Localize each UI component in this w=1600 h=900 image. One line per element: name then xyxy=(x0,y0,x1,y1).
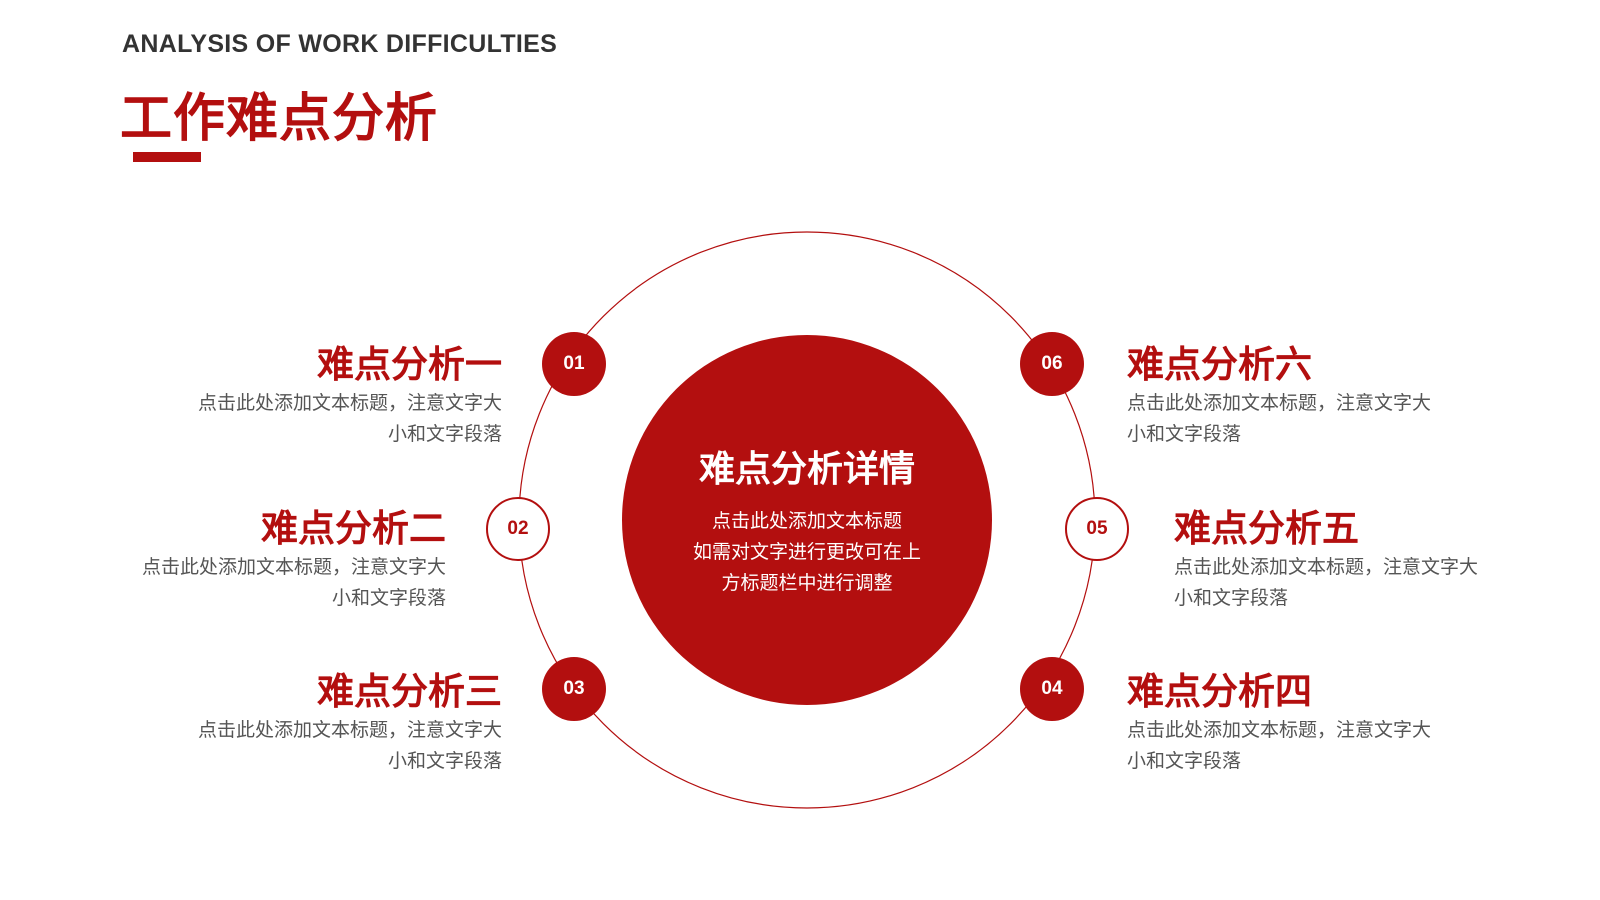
center-description: 点击此处添加文本标题 如需对文字进行更改可在上 方标题栏中进行调整 xyxy=(622,506,992,599)
node-05: 05 xyxy=(1065,497,1129,561)
center-description-line: 如需对文字进行更改可在上 xyxy=(692,541,921,563)
item-03: 难点分析三 点击此处添加文本标题，注意文字大 小和文字段落 xyxy=(172,669,502,777)
item-description-line: 点击此处添加文本标题，注意文字大 xyxy=(197,719,502,741)
item-title: 难点分析六 xyxy=(1127,343,1312,386)
node-01: 01 xyxy=(542,332,606,396)
item-description-line: 点击此处添加文本标题，注意文字大 xyxy=(1127,719,1432,741)
item-title: 难点分析五 xyxy=(1174,507,1359,550)
item-01: 难点分析一 点击此处添加文本标题，注意文字大 小和文字段落 xyxy=(172,342,502,450)
center-description-line: 方标题栏中进行调整 xyxy=(721,572,893,594)
item-04: 难点分析四 点击此处添加文本标题，注意文字大 小和文字段落 xyxy=(1127,669,1457,777)
item-description-line: 小和文字段落 xyxy=(1174,587,1289,609)
node-03: 03 xyxy=(542,657,606,721)
item-title: 难点分析二 xyxy=(261,507,446,550)
center-disc xyxy=(622,335,992,705)
item-description: 点击此处添加文本标题，注意文字大 小和文字段落 xyxy=(1174,552,1504,614)
item-02: 难点分析二 点击此处添加文本标题，注意文字大 小和文字段落 xyxy=(116,506,446,614)
item-description-line: 点击此处添加文本标题，注意文字大 xyxy=(197,392,502,414)
item-description: 点击此处添加文本标题，注意文字大 小和文字段落 xyxy=(1127,715,1457,777)
item-description-line: 小和文字段落 xyxy=(387,750,502,772)
item-description-line: 点击此处添加文本标题，注意文字大 xyxy=(1174,556,1479,578)
item-description-line: 点击此处添加文本标题，注意文字大 xyxy=(141,556,446,578)
item-description-line: 小和文字段落 xyxy=(331,587,446,609)
item-description: 点击此处添加文本标题，注意文字大 小和文字段落 xyxy=(172,715,502,777)
item-description: 点击此处添加文本标题，注意文字大 小和文字段落 xyxy=(1127,388,1457,450)
item-title: 难点分析一 xyxy=(317,343,502,386)
item-description: 点击此处添加文本标题，注意文字大 小和文字段落 xyxy=(116,552,446,614)
node-04: 04 xyxy=(1020,657,1084,721)
center-title: 难点分析详情 xyxy=(698,449,915,490)
item-description: 点击此处添加文本标题，注意文字大 小和文字段落 xyxy=(172,388,502,450)
item-title: 难点分析四 xyxy=(1127,670,1312,713)
item-title: 难点分析三 xyxy=(317,670,502,713)
node-06: 06 xyxy=(1020,332,1084,396)
item-description-line: 小和文字段落 xyxy=(387,423,502,445)
item-description-line: 小和文字段落 xyxy=(1127,750,1242,772)
page-subtitle: ANALYSIS OF WORK DIFFICULTIES xyxy=(122,30,558,58)
title-underline-bar xyxy=(133,152,201,162)
item-06: 难点分析六 点击此处添加文本标题，注意文字大 小和文字段落 xyxy=(1127,342,1457,450)
item-description-line: 小和文字段落 xyxy=(1127,423,1242,445)
item-description-line: 点击此处添加文本标题，注意文字大 xyxy=(1127,392,1432,414)
node-02: 02 xyxy=(486,497,550,561)
center-description-line: 点击此处添加文本标题 xyxy=(711,510,902,532)
item-05: 难点分析五 点击此处添加文本标题，注意文字大 小和文字段落 xyxy=(1174,506,1504,614)
page-title: 工作难点分析 xyxy=(120,89,439,149)
